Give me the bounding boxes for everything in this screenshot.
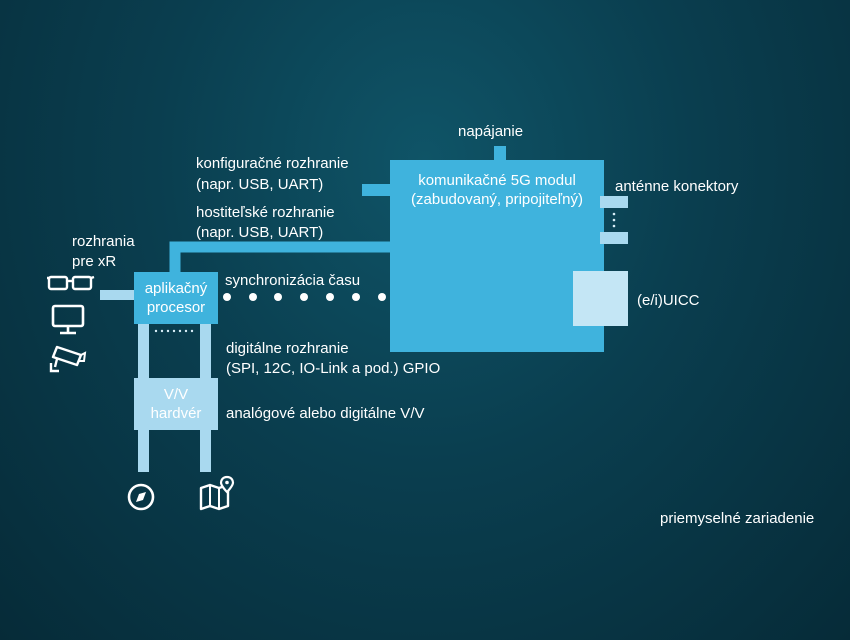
antenna-connectors-label: anténne konektory [615,178,739,195]
processor-label-line1: aplikačný [144,280,208,297]
io-line-left [138,430,149,472]
module-label-line2: (zabudovaný, pripojiteľný) [411,191,583,208]
antenna-connector-top [600,196,628,208]
time-sync-dots [223,293,386,301]
module-label: komunikačné 5G modul (zabudovaný, pripoj… [390,171,604,209]
digital-line-right [200,320,211,380]
monitor-icon [51,304,85,335]
host-interface-line [169,241,390,272]
antenna-connector-bottom [600,232,628,244]
host-interface-label-2: (napr. USB, UART) [196,224,324,241]
uicc-box [573,271,628,326]
power-connector [494,146,506,162]
digital-interface-label-2: (SPI, 12C, IO-Link a pod.) GPIO [226,360,441,377]
analog-io-label: analógové alebo digitálne V/V [226,405,425,422]
digital-interface-dots [154,329,194,333]
io-hardware-label-line2: hardvér [150,405,202,422]
io-hardware-label: V/V hardvér [134,385,218,423]
io-hardware-label-line1: V/V [163,386,189,403]
5g-module [390,160,604,352]
time-sync-label: synchronizácia času [225,272,361,289]
glasses-icon [47,275,95,291]
module-label-line1: komunikačné 5G modul [418,172,576,189]
uicc-label: (e/i)UICC [637,292,700,309]
industrial-device-label: priemyselné zariadenie [660,510,815,527]
config-interface-label-2: (napr. USB, UART) [196,176,324,193]
processor-label: aplikačný procesor [134,279,218,317]
compass-icon [127,483,155,511]
camera-icon [49,345,87,373]
host-interface-label-1: hostiteľské rozhranie [196,204,335,221]
config-interface-label-1: konfiguračné rozhranie [196,155,349,172]
xr-interfaces-label-1: rozhrania [72,233,135,250]
digital-line-left [138,320,149,380]
power-label: napájanie [458,123,524,140]
io-line-right [200,430,211,472]
xr-interfaces-label-2: pre xR [72,253,117,270]
xr-interface-line [100,290,137,300]
config-interface-connector [362,184,390,196]
io-hardware [134,378,218,430]
map-icon [199,475,235,511]
processor-label-line2: procesor [146,299,206,316]
digital-interface-label-1: digitálne rozhranie [226,340,349,357]
application-processor [134,272,218,324]
antenna-connector-dots [612,212,616,228]
